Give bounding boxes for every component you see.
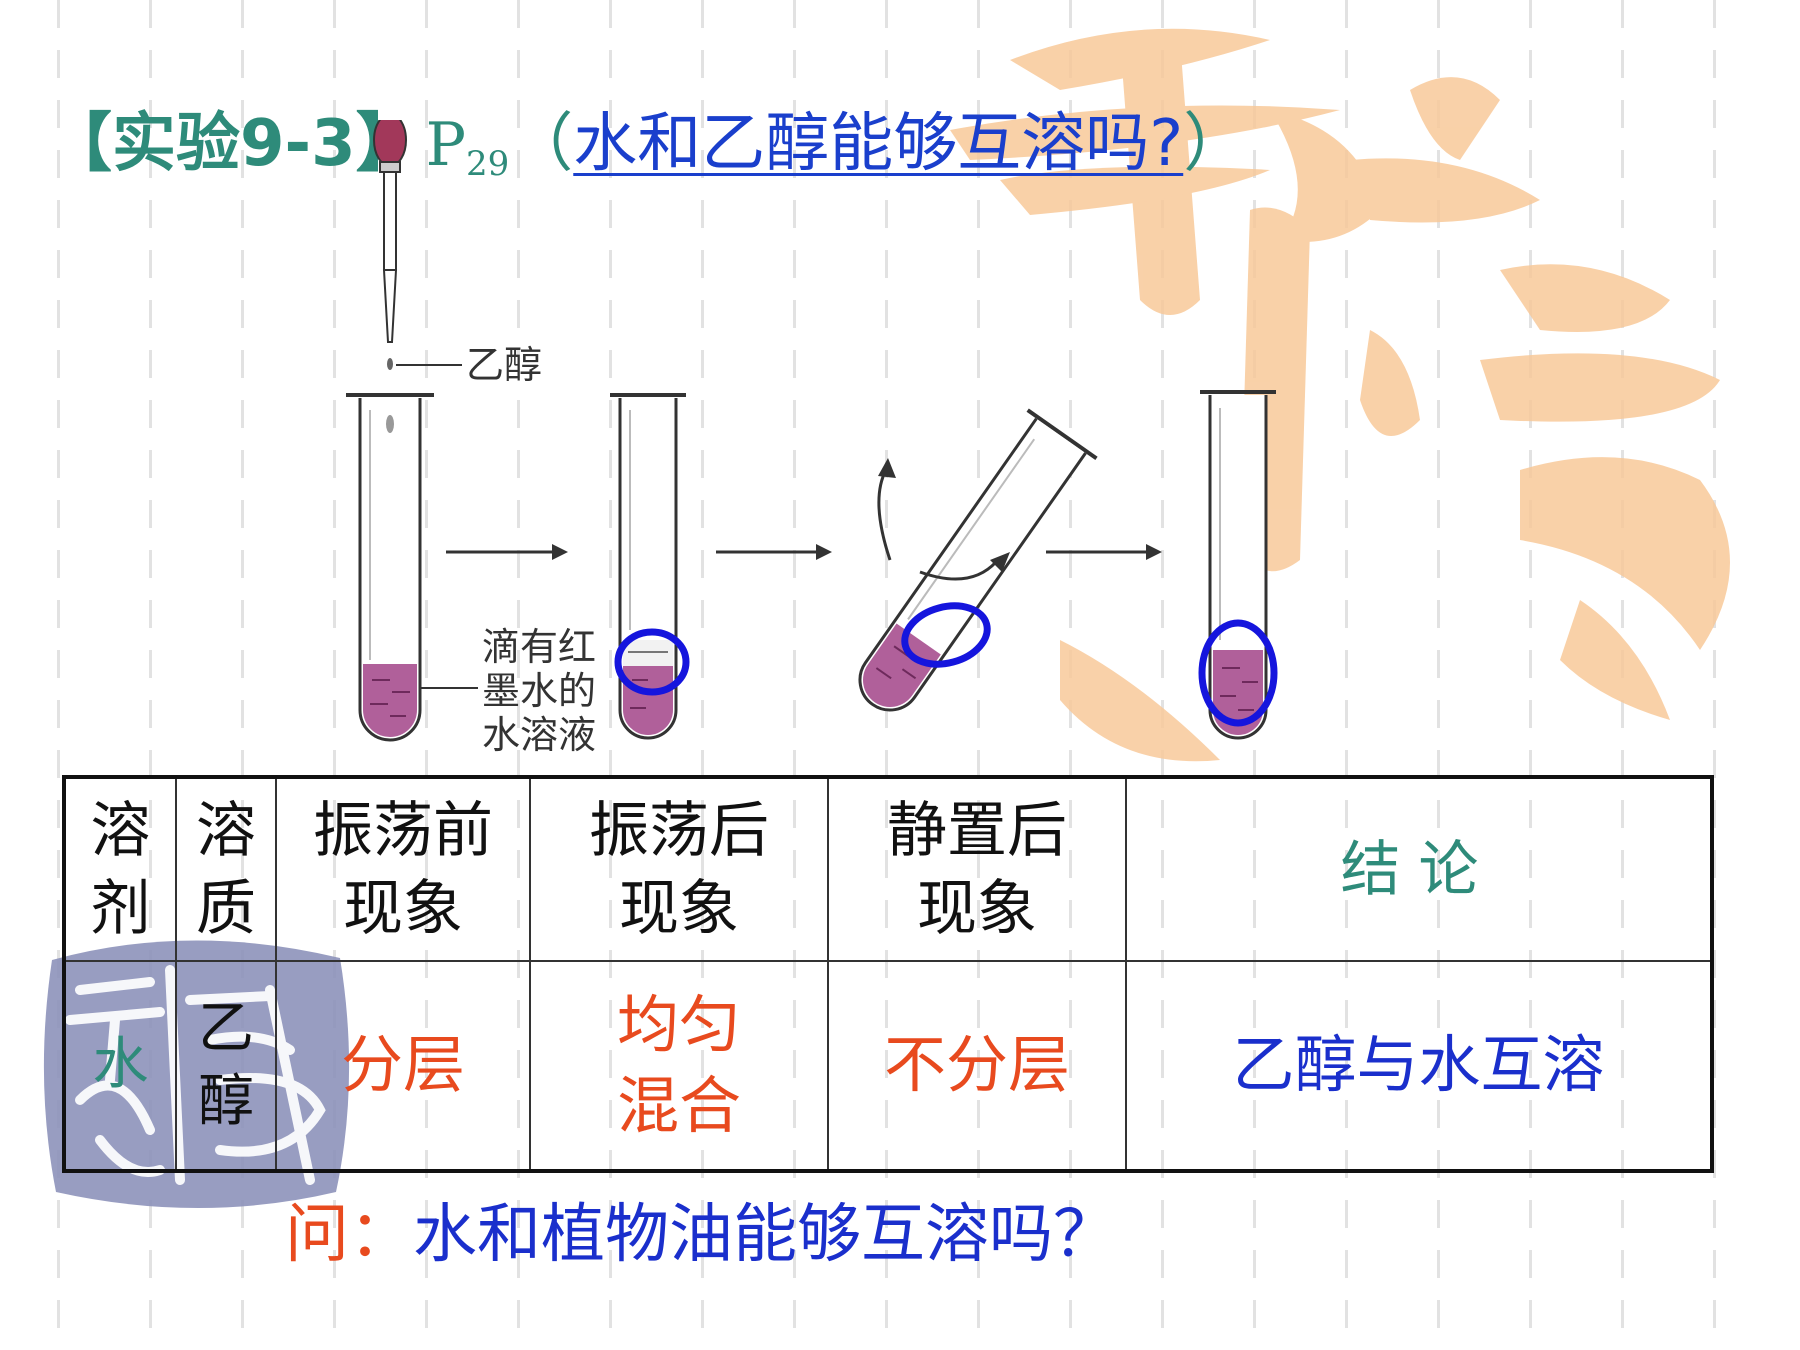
test-tube-2 xyxy=(610,393,690,740)
arrow-right-icon xyxy=(716,544,832,560)
dropper-icon xyxy=(373,120,407,370)
header-conclusion: 结论 xyxy=(1125,776,1713,962)
paren-close: ） xyxy=(1183,107,1248,181)
paren-open: （ xyxy=(509,107,574,181)
header-solvent: 溶 剂 xyxy=(63,776,177,962)
test-tube-4 xyxy=(1198,390,1278,740)
highlight-circle-2 xyxy=(614,628,690,696)
orange-calligraphy-icon xyxy=(950,28,1730,762)
experiment-figure: 乙醇 滴有红 墨水的 水溶液 xyxy=(346,120,1278,757)
cell-solvent: 水 xyxy=(63,960,177,1172)
highlight-circle-3 xyxy=(901,602,991,668)
header-after-rest: 静置后 现象 xyxy=(827,776,1127,962)
cell-after-rest: 不分层 xyxy=(827,960,1127,1172)
slide-title: 【实验9-3】 P29 （ 水和乙醇能够互溶吗? ） xyxy=(48,92,1247,184)
arrow-right-icon xyxy=(1046,544,1162,560)
cell-solute: 乙 醇 xyxy=(175,960,277,1172)
cell-before-shake: 分层 xyxy=(275,960,531,1172)
header-solute: 溶 质 xyxy=(175,776,277,962)
page-reference: P29 xyxy=(425,110,510,184)
dropper-label: 乙醇 xyxy=(466,343,542,387)
cell-after-shake: 均匀 混合 xyxy=(529,960,829,1172)
test-tube-3 xyxy=(858,408,1098,712)
header-before-shake: 振荡前 现象 xyxy=(275,776,531,962)
followup-question: 问：水和植物油能够互溶吗？ xyxy=(285,1183,1117,1275)
header-after-shake: 振荡后 现象 xyxy=(529,776,829,962)
title-question-link[interactable]: 水和乙醇能够互溶吗? xyxy=(573,107,1184,181)
page-number: 29 xyxy=(466,144,510,184)
table-row: 水 乙 醇 分层 均匀 混合 不分层 乙醇与水互溶 xyxy=(63,960,1713,1172)
solution-label: 滴有红 墨水的 水溶液 xyxy=(482,625,608,757)
experiment-label: 【实验9-3】 xyxy=(48,107,420,181)
followup-ask-label: 问： xyxy=(285,1198,413,1272)
header-row: 溶 剂 溶 质 振荡前 现象 振荡后 现象 静置后 现象 xyxy=(63,776,1713,962)
results-table-wrap: 溶 剂 溶 质 振荡前 现象 振荡后 现象 静置后 现象 xyxy=(62,775,1714,1173)
cell-conclusion: 乙醇与水互溶 xyxy=(1125,960,1713,1172)
test-tube-1 xyxy=(346,393,434,742)
results-table: 溶 剂 溶 质 振荡前 现象 振荡后 现象 静置后 现象 xyxy=(62,775,1714,1173)
arrow-right-icon xyxy=(446,544,568,560)
highlight-circle-4 xyxy=(1198,619,1278,727)
followup-question-text: 水和植物油能够互溶吗？ xyxy=(413,1198,1117,1272)
